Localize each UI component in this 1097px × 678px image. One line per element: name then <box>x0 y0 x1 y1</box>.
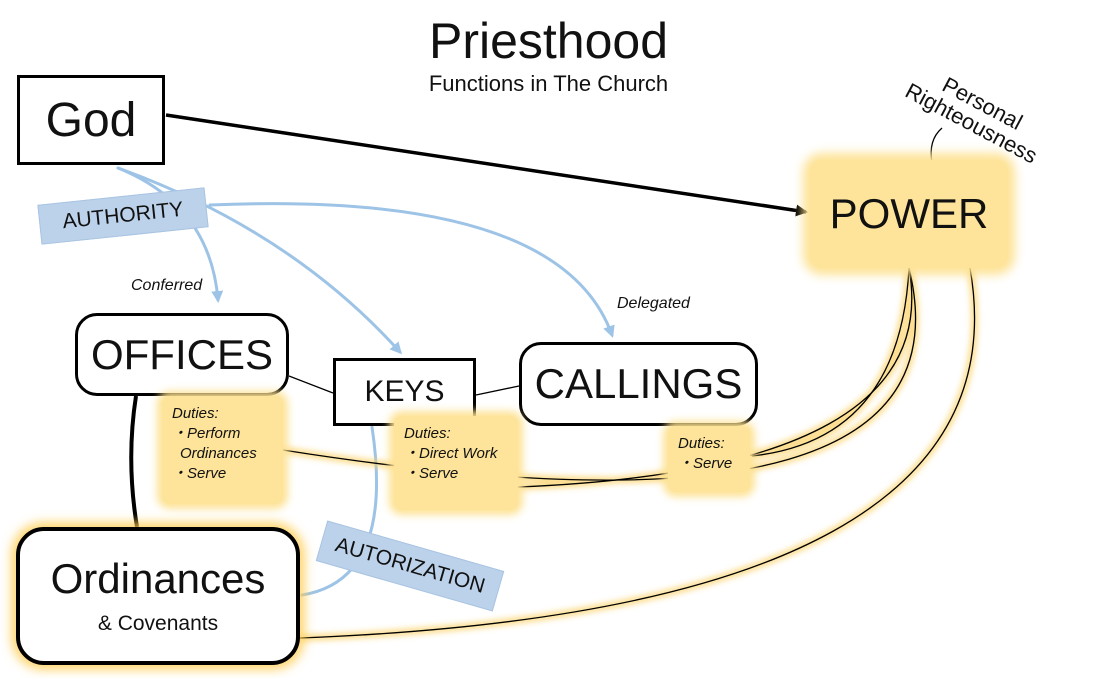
ordinances-node: Ordinances & Covenants <box>16 527 300 665</box>
offices-node: OFFICES <box>75 313 289 396</box>
callings-duties: Duties: ・Serve <box>668 426 750 492</box>
power-line-keys <box>517 267 913 488</box>
authority-arrow-to-callings <box>208 202 615 338</box>
page-title: Priesthood <box>428 13 669 69</box>
duty-item: ・Serve <box>678 455 733 472</box>
duties-heading: Duties: <box>678 435 725 452</box>
callings-node: CALLINGS <box>519 342 758 426</box>
keys-duties: Duties: ・Direct Work ・Serve <box>394 416 518 510</box>
god-node: God <box>17 75 165 165</box>
duties-heading: Duties: <box>172 405 219 422</box>
ordinances-label: Ordinances <box>50 555 266 602</box>
duty-item: ・Serve <box>172 465 227 482</box>
authority-arrow-to-keys <box>116 166 403 355</box>
keys-node: KEYS <box>333 358 476 426</box>
conferred-label: Conferred <box>131 277 203 294</box>
duties-heading: Duties: <box>404 425 451 442</box>
duty-item: ・Perform <box>172 425 241 442</box>
page-subtitle: Functions in The Church <box>428 71 669 96</box>
duty-item: ・Direct Work <box>404 445 498 462</box>
offices-keys-link <box>288 375 334 394</box>
covenants-label: & Covenants <box>97 612 219 635</box>
duty-item: ・Serve <box>404 465 459 482</box>
keys-callings-link <box>475 385 520 396</box>
god-to-power-arrow <box>165 113 808 217</box>
power-line-ordinances <box>299 267 976 639</box>
offices-duties: Duties: ・Perform Ordinances ・Serve <box>162 396 283 504</box>
power-node: POWER <box>810 160 1008 268</box>
duty-item: Ordinances <box>180 445 257 462</box>
righteousness-connector <box>930 127 943 164</box>
offices-to-ordinances-link <box>129 395 139 528</box>
delegated-label: Delegated <box>617 295 690 312</box>
power-line-callings <box>751 267 910 457</box>
